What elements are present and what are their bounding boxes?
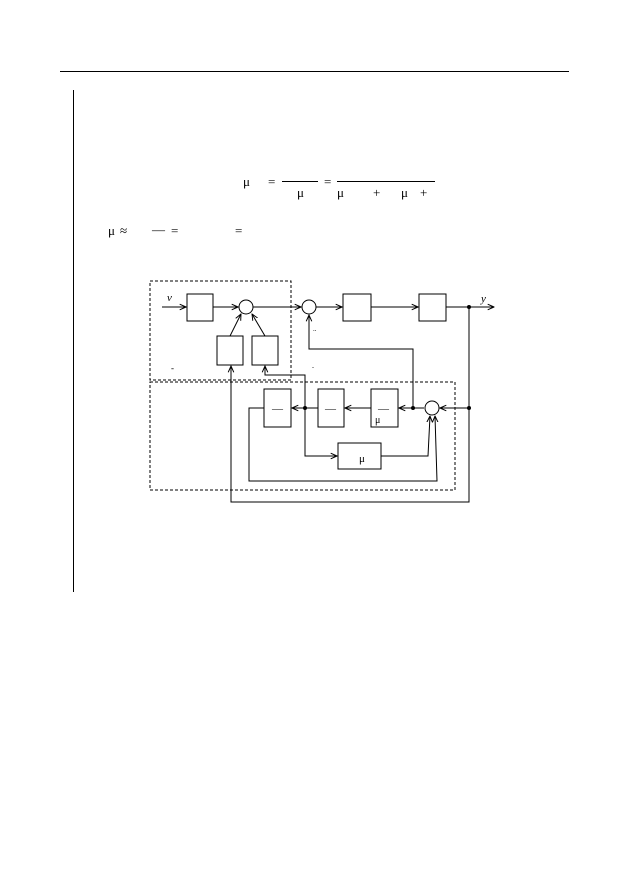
- eq2-lhs-mu: μ: [108, 223, 115, 238]
- input-gain-block: [186, 293, 214, 322]
- eq2-equals-1: =: [171, 223, 179, 238]
- eq1-frac2-den-mu-2: μ: [401, 185, 408, 200]
- eq1-frac2-den-plus-1: +: [373, 185, 381, 200]
- eq1-frac1-denominator: μ: [297, 185, 304, 200]
- top-rule: [60, 71, 569, 72]
- summing-junction-2: [301, 299, 317, 315]
- observer-block-3-symbol: μ: [375, 415, 380, 426]
- small-mark-1: ..: [313, 325, 317, 333]
- feedback-gain-block-1: [216, 335, 244, 366]
- fb2-to-sum1-arrow: [252, 314, 266, 337]
- input-label: v: [167, 292, 172, 304]
- node-to-obsfb-arrow: [304, 408, 337, 456]
- observer-block-1-fraction: —: [271, 403, 284, 415]
- margin-bar: [73, 90, 74, 592]
- output-junction-dot: [467, 305, 471, 309]
- eq1-fraction-line-2: [337, 181, 435, 182]
- eq1-fraction-line-1: [282, 181, 318, 182]
- upper-dashed-region: [149, 280, 292, 381]
- eq2-approx: ≈: [120, 223, 128, 238]
- output-label: y: [480, 293, 486, 305]
- forward-block-2: [418, 293, 447, 322]
- node-to-fb2-arrow: [265, 366, 306, 408]
- small-mark-2: -: [171, 363, 174, 373]
- fb1-to-sum1-arrow: [229, 314, 241, 337]
- feedback-gain-block-2: [251, 335, 279, 366]
- eq1-lhs-mu: μ: [243, 174, 250, 189]
- output-to-fb1-arrow: [231, 307, 470, 503]
- obsfb-to-sum3-arrow: [381, 416, 430, 457]
- observer-node-junction-dot: [303, 406, 307, 410]
- eq1-equals-2: =: [324, 174, 332, 189]
- eq2-equals-2: =: [235, 223, 243, 238]
- obs1-to-sum3-arrow: [248, 407, 437, 482]
- summing-junction-1: [238, 299, 254, 315]
- observer-block-2-fraction: —: [324, 403, 337, 415]
- sum3-out-junction-dot: [411, 406, 415, 410]
- observer-block-3-fraction: —: [377, 403, 390, 415]
- eq1-frac2-den-plus-2: +: [420, 185, 428, 200]
- estimate-to-sum2-arrow: [309, 315, 414, 408]
- eq1-frac2-den-mu-1: μ: [337, 185, 344, 200]
- small-mark-3: .: [312, 361, 314, 370]
- eq1-equals-1: =: [268, 174, 276, 189]
- output-lower-junction-dot: [467, 406, 471, 410]
- summing-junction-3: [424, 400, 440, 416]
- observer-feedback-symbol: μ: [359, 453, 365, 465]
- forward-block-1: [342, 293, 372, 322]
- lower-dashed-region: [149, 381, 456, 491]
- eq2-fraction-bar: —: [152, 222, 165, 237]
